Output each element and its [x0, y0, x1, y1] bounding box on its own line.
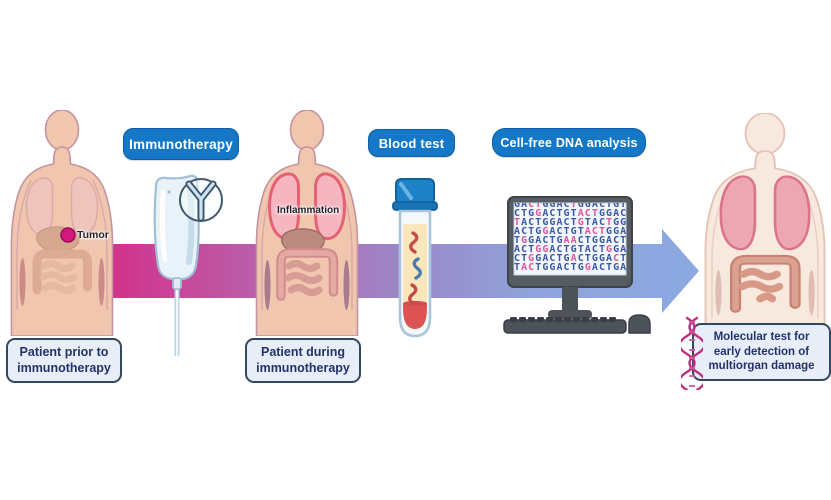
iv-bag-icon: [153, 174, 223, 356]
organs-outcome: [719, 175, 811, 313]
monitor-stand: [562, 287, 578, 314]
caption-line: Patient prior to: [19, 345, 109, 360]
blood-tube-icon: [392, 178, 438, 338]
mouse-icon: [628, 314, 651, 334]
patient-prior-figure: [10, 110, 114, 336]
caption-line: Molecular test for: [713, 330, 810, 343]
computer-icon: [503, 196, 651, 334]
blood-test-label: Blood test: [368, 129, 455, 157]
caption-patient-prior: Patient prior to immunotherapy: [6, 338, 122, 383]
caption-line: early detection of: [713, 345, 810, 358]
caption-molecular-test: Molecular test for early detection of mu…: [692, 323, 831, 381]
tumor-dot-icon: [60, 227, 76, 243]
patient-during-figure: [255, 110, 359, 336]
inflammation-annotation: Inflammation: [277, 205, 340, 216]
caption-patient-during: Patient during immunotherapy: [245, 338, 361, 383]
organs-inflamed: [267, 172, 347, 301]
cfdna-analysis-label: Cell-free DNA analysis: [492, 128, 646, 157]
caption-line: Patient during: [260, 345, 346, 360]
patient-outcome-figure: [704, 113, 826, 345]
tumor-annotation: Tumor: [77, 229, 109, 241]
immunotherapy-label: Immunotherapy: [123, 128, 239, 160]
caption-line: multiorgan damage: [708, 360, 815, 373]
dna-helix-icon: [681, 316, 703, 390]
caption-line: immunotherapy: [256, 360, 350, 375]
keyboard-icon: [503, 317, 627, 334]
caption-line: immunotherapy: [17, 360, 111, 375]
organs-faint: [25, 177, 99, 295]
antibody-icon: [179, 178, 223, 222]
